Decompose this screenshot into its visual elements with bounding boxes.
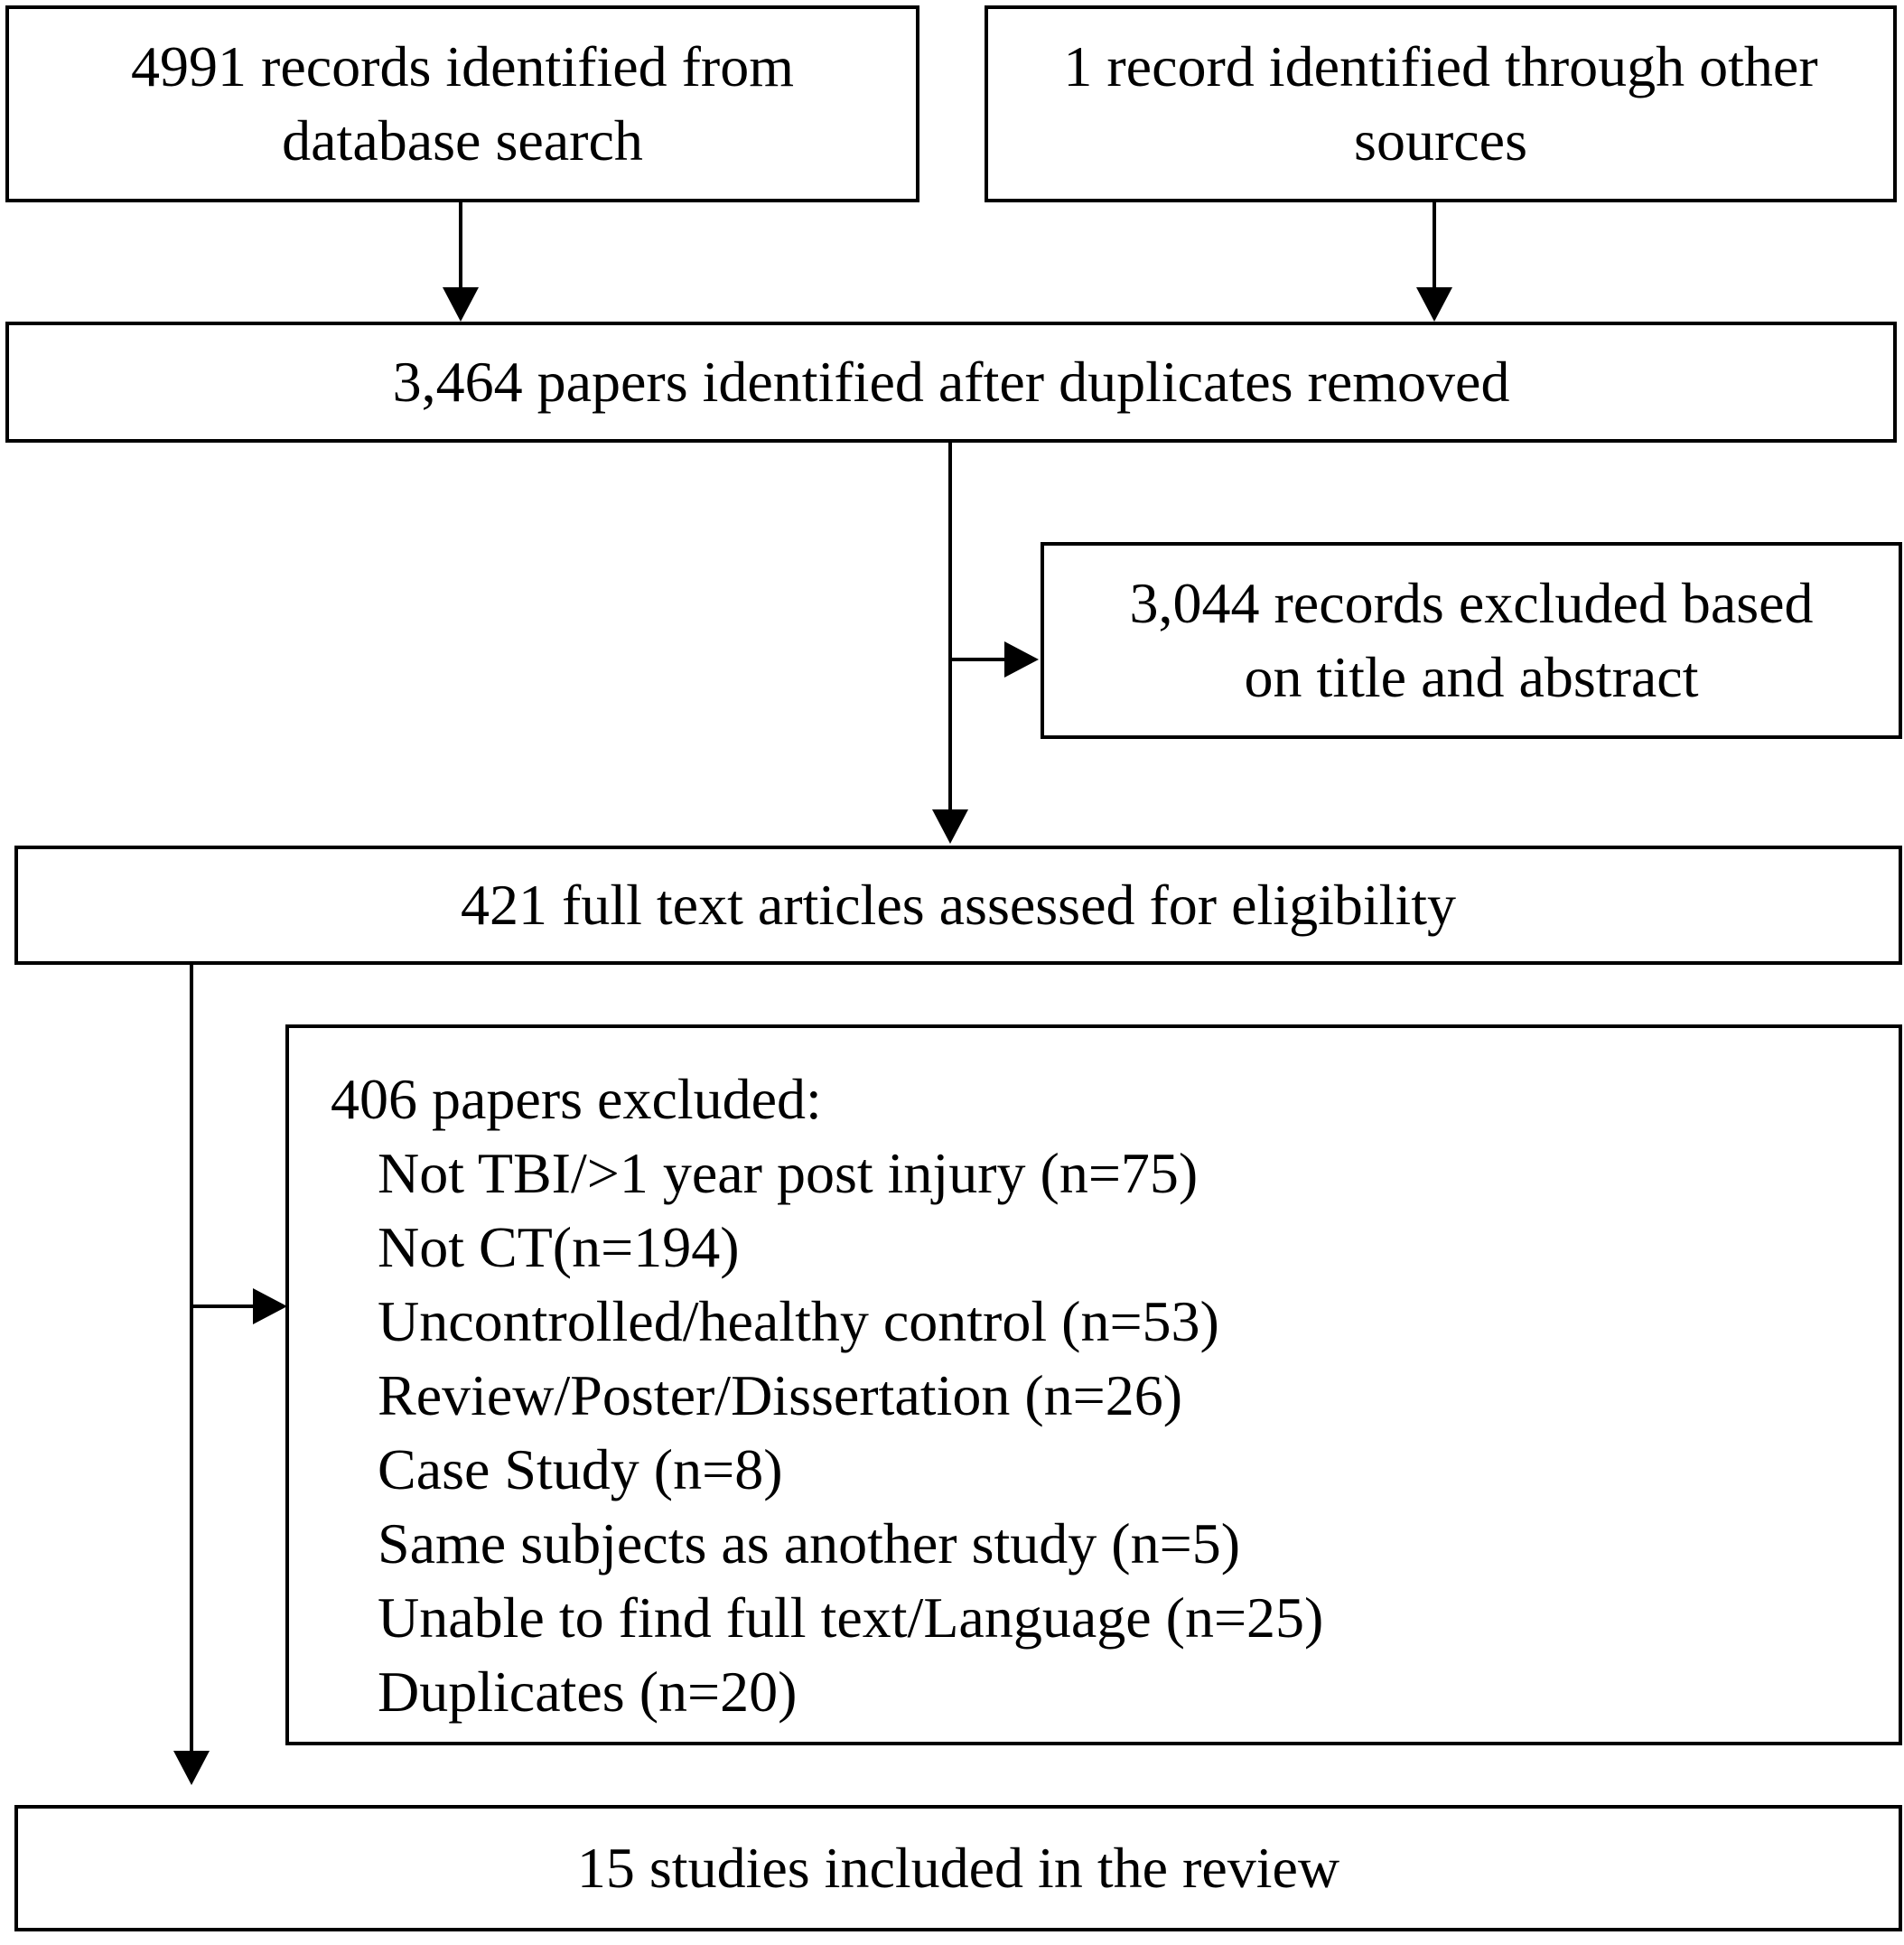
duplicates-removed-text: 3,464 papers identified after duplicates…: [392, 350, 1510, 414]
other-sources-box: 1 record identified through other source…: [985, 5, 1897, 202]
full-text-exclusion-box: 406 papers excluded: Not TBI/>1 year pos…: [285, 1024, 1902, 1745]
included-studies-text: 15 studies included in the review: [576, 1836, 1340, 1900]
other-sources-line-1: 1 record identified through other: [1063, 34, 1818, 98]
title-abstract-exclusion-line-1: 3,044 records excluded based: [1129, 571, 1814, 635]
database-search-box: 4991 records identified from database se…: [5, 5, 919, 202]
database-search-line-2: database search: [282, 108, 643, 173]
eligibility-box: 421 full text articles assessed for elig…: [14, 846, 1902, 965]
exclusion-reason: Not CT(n=194): [378, 1215, 740, 1279]
database-search-line-1: 4991 records identified from: [131, 34, 794, 98]
arrow-to-full-text-exclusion: [191, 1288, 287, 1324]
arrow-to-title-abstract-exclusion: [950, 641, 1039, 678]
exclusion-reason: Not TBI/>1 year post injury (n=75): [378, 1141, 1199, 1205]
duplicates-removed-box: 3,464 papers identified after duplicates…: [5, 322, 1897, 443]
full-text-exclusion-heading: 406 papers excluded:: [331, 1067, 822, 1131]
exclusion-reason: Case Study (n=8): [378, 1437, 783, 1501]
exclusion-reason: Duplicates (n=20): [378, 1660, 798, 1724]
arrow-deduplicated-to-eligibility: [932, 443, 968, 844]
included-studies-box: 15 studies included in the review: [14, 1805, 1902, 1931]
other-sources-line-2: sources: [1354, 108, 1527, 173]
title-abstract-exclusion-line-2: on title and abstract: [1244, 645, 1699, 709]
exclusion-reason: Uncontrolled/healthy control (n=53): [378, 1289, 1219, 1353]
exclusion-reason: Unable to find full text/Language (n=25): [378, 1585, 1324, 1650]
arrow-other-sources-to-deduplicated: [1416, 202, 1452, 322]
arrow-database-to-deduplicated: [443, 202, 479, 322]
title-abstract-exclusion-box: 3,044 records excluded based on title an…: [1041, 542, 1902, 739]
arrow-eligibility-to-included: [173, 963, 210, 1785]
exclusion-reason: Review/Poster/Dissertation (n=26): [378, 1363, 1183, 1427]
eligibility-text: 421 full text articles assessed for elig…: [461, 873, 1456, 937]
exclusion-reason: Same subjects as another study (n=5): [378, 1511, 1240, 1576]
